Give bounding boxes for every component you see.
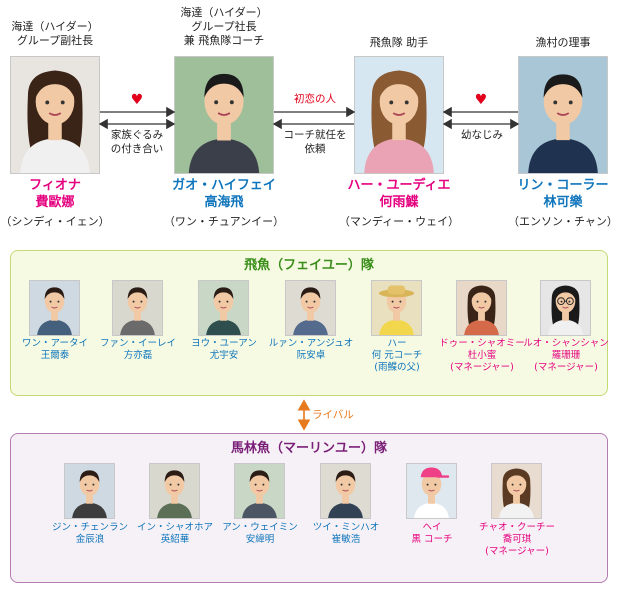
member-label-line: ワン・アータイ: [22, 338, 88, 349]
team-feiyu-title: 飛魚（フェイユー）隊: [244, 258, 374, 273]
member-label: ヘイ黒 コーチ: [387, 522, 477, 546]
member-label: ルァン・アンジュオ阮安卓: [266, 338, 356, 362]
member-photo: [406, 463, 457, 519]
member-label-line: (マネージャー): [534, 362, 598, 373]
character-role: 漁村の理事: [535, 36, 591, 49]
actor-name: （エンソン・チャン）: [508, 215, 618, 228]
member-label: アン・ウェイミン安緯明: [215, 522, 305, 546]
relation-arrows: [98, 106, 520, 130]
character-name-kana: ハー・ユーディエ: [347, 178, 451, 193]
character-name-kana: ガオ・ハイフェイ: [172, 178, 276, 193]
actor-name: （マンディー・ウェイ）: [338, 215, 460, 228]
member-label-line: 羅珊珊: [551, 350, 581, 361]
member-label-line: チャオ・クーチー: [479, 522, 555, 533]
member-label: ジン・チェンラン金辰浪: [45, 522, 135, 546]
member-label-line: ジン・チェンラン: [51, 522, 128, 533]
member-label-line: 喬可琪: [502, 534, 532, 545]
member-label: ハー何 元コーチ(雨鰈の父): [352, 338, 442, 374]
character-name-kanji: 高海飛: [204, 195, 244, 210]
member-label: ルオ・シャンシャン羅珊珊(マネージャー): [521, 338, 611, 374]
member-label-line: 阮安卓: [296, 350, 326, 361]
member-photo: [234, 463, 285, 519]
member-label-line: ツイ・ミンハオ: [312, 522, 380, 533]
member-label: チャオ・クーチー喬可琪(マネージャー): [472, 522, 562, 558]
member-label-line: ルァン・アンジュオ: [268, 338, 354, 349]
relation-label-family: 家族ぐるみ の付き合い: [110, 129, 164, 155]
character-role: グループ副社長: [16, 34, 94, 47]
team-malinyu-title: 馬林魚（マーリンユー）隊: [230, 441, 387, 456]
member-label-line: 尤宇安: [209, 350, 239, 361]
member-label-line: ファン・イーレイ: [99, 338, 176, 349]
relation-label-coach-request: コーチ就任を 依頼: [283, 129, 347, 155]
member-label: ワン・アータイ王爾泰: [10, 338, 100, 362]
character-name-kana: フィオナ: [29, 178, 81, 193]
heart-icon: ♥: [474, 92, 488, 108]
character-role: グループ社長: [191, 20, 257, 33]
member-label-line: ヨウ・ユーアン: [191, 338, 257, 349]
member-photo: [285, 280, 336, 336]
member-label-line: 黒 コーチ: [411, 534, 453, 545]
member-label-line: アン・ウェイミン: [222, 522, 298, 533]
member-label: イン・シャオホア英紹華: [130, 522, 220, 546]
member-label-line: ドゥー・シャオミー: [439, 338, 525, 349]
member-label-line: (雨鰈の父): [374, 362, 420, 373]
member-label-line: (マネージャー): [485, 546, 549, 557]
rival-label: ライバル: [312, 409, 354, 421]
member-label-line: 何 元コーチ: [371, 350, 423, 361]
relation-label-first-love: 初恋の人: [294, 93, 336, 105]
character-photo: [354, 56, 444, 174]
member-photo: [320, 463, 371, 519]
actor-name: （ワン・チュアンイー）: [163, 215, 285, 228]
character-name-kanji: 何雨鰈: [379, 195, 419, 210]
member-label-line: イン・シャオホア: [136, 522, 213, 533]
member-photo: [64, 463, 115, 519]
member-photo: [371, 280, 422, 336]
character-photo: [10, 56, 100, 174]
member-label: ツイ・ミンハオ崔敏浩: [301, 522, 391, 546]
member-label-line: 王爾泰: [40, 350, 70, 361]
character-role: 海達（ハイダー）: [180, 6, 268, 19]
character-role: 海達（ハイダー）: [11, 20, 99, 33]
character-name-kana: リン・コーラー: [517, 178, 609, 193]
member-label-line: ルオ・シャンシャン: [523, 338, 609, 349]
member-photo: [540, 280, 591, 336]
actor-name: （シンディ・イェン）: [0, 215, 110, 228]
member-label-line: (マネージャー): [450, 362, 514, 373]
member-photo: [112, 280, 163, 336]
member-label-line: 金辰浪: [75, 534, 105, 545]
member-photo: [456, 280, 507, 336]
member-label-line: ハー: [387, 338, 407, 349]
member-label: ドゥー・シャオミー杜小蜜(マネージャー): [437, 338, 527, 374]
member-label: ファン・イーレイ方亦磊: [93, 338, 183, 362]
member-label-line: 崔敏浩: [331, 534, 361, 545]
member-label: ヨウ・ユーアン尤宇安: [179, 338, 269, 362]
relation-label-childhood-friends: 幼なじみ: [461, 129, 503, 141]
character-role: 飛魚隊 助手: [369, 36, 429, 49]
character-name-kanji: 費歐娜: [35, 195, 75, 210]
member-label-line: 英紹華: [160, 534, 190, 545]
heart-icon: ♥: [130, 92, 144, 108]
member-label-line: ヘイ: [422, 522, 442, 533]
member-photo: [491, 463, 542, 519]
member-photo: [149, 463, 200, 519]
character-name-kanji: 林可樂: [543, 195, 583, 210]
character-photo: [518, 56, 608, 174]
member-label-line: 安緯明: [245, 534, 275, 545]
member-photo: [29, 280, 80, 336]
member-label-line: 方亦磊: [123, 350, 153, 361]
character-role: 兼 飛魚隊コーチ: [183, 34, 265, 47]
member-photo: [198, 280, 249, 336]
rival-arrow: [297, 399, 311, 431]
member-label-line: 杜小蜜: [467, 350, 497, 361]
